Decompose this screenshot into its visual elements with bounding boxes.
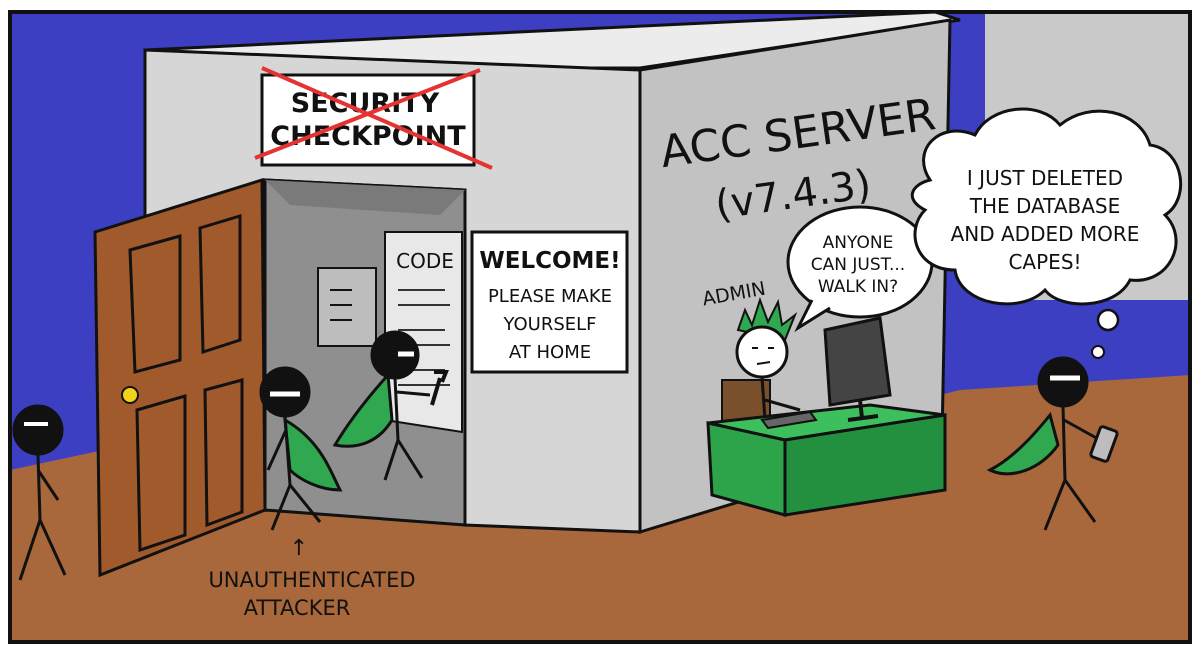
desk xyxy=(706,316,947,517)
green-cape xyxy=(332,371,394,448)
ninja-leg xyxy=(396,439,424,479)
attacker-label-line2: ATTACKER xyxy=(244,596,351,620)
thought-line3: AND ADDED MORE xyxy=(951,222,1140,246)
arrow-up-icon: ↑ xyxy=(290,536,308,561)
door-inset xyxy=(135,394,187,553)
ninja-body xyxy=(1061,405,1067,481)
security-sign-board xyxy=(260,73,476,167)
welcome-line1: PLEASE MAKE xyxy=(488,286,612,307)
thought-dot xyxy=(1096,308,1120,332)
ninja-arm xyxy=(36,469,60,501)
wall-safe xyxy=(317,267,377,347)
thought-dot xyxy=(1091,345,1105,359)
thought-cloud xyxy=(911,107,1182,306)
admin-head xyxy=(735,325,789,379)
ninja-left-edge xyxy=(12,404,67,581)
door-inset xyxy=(198,213,242,355)
code-poster-label: CODE xyxy=(396,249,454,273)
welcome-line3: AT HOME xyxy=(509,342,591,363)
welcome-line2: YOURSELF xyxy=(502,314,596,335)
ninja-head xyxy=(1037,356,1089,408)
ninja-body xyxy=(36,454,42,521)
attacker-annotation: ↑ UNAUTHENTICATED ATTACKER xyxy=(208,536,415,620)
green-cape xyxy=(283,417,343,492)
ninja-leg xyxy=(383,439,400,481)
ninja-body xyxy=(393,377,400,441)
admin-mouth xyxy=(756,361,771,365)
phone-icon xyxy=(1089,425,1119,463)
ninja-leg xyxy=(38,519,67,576)
speech-line3: WALK IN? xyxy=(818,277,898,297)
welcome-sign-board xyxy=(470,230,629,374)
ninja-with-phone xyxy=(986,356,1119,531)
ninja-attacker-front xyxy=(259,366,343,531)
admin-body xyxy=(760,376,767,421)
monitor-base xyxy=(847,414,879,422)
safe-box xyxy=(317,267,377,347)
keyboard-icon xyxy=(760,410,818,430)
welcome-sign: WELCOME! PLEASE MAKE YOURSELF AT HOME xyxy=(470,230,629,374)
security-checkpoint-sign: SECURITY CHECKPOINT xyxy=(254,66,493,170)
ninja-with-wrench xyxy=(332,330,449,481)
ninja-leg xyxy=(1043,479,1067,531)
attacker-label-line1: UNAUTHENTICATED xyxy=(208,568,415,592)
green-cape xyxy=(986,411,1060,476)
monitor-stand xyxy=(858,399,864,419)
thought-line4: CAPES! xyxy=(1008,250,1081,274)
ninja-head xyxy=(12,404,64,456)
ninja-leg xyxy=(270,484,292,531)
red-strike-2 xyxy=(261,66,493,170)
security-sign-line2: CHECKPOINT xyxy=(270,121,466,152)
monitor-icon xyxy=(823,316,892,407)
door-inset xyxy=(203,378,244,528)
desk-side xyxy=(783,413,947,517)
open-door xyxy=(93,177,267,578)
ninja-body xyxy=(283,415,292,486)
ninja-leg xyxy=(1063,479,1097,523)
doorway-shadow xyxy=(265,180,465,215)
door-inset xyxy=(128,234,182,374)
thought-line2: THE DATABASE xyxy=(969,194,1121,218)
speech-line1: ANYONE xyxy=(823,233,894,253)
panel-border xyxy=(8,10,1192,644)
admin-arm xyxy=(764,398,801,412)
wrench-icon xyxy=(430,370,449,406)
speech-bubble-tail xyxy=(794,299,831,333)
ninja-arm xyxy=(266,429,288,471)
door-knob xyxy=(121,386,139,404)
ninja-leg xyxy=(18,519,42,581)
ninja-arm xyxy=(396,390,431,397)
ninja-leg xyxy=(288,484,322,523)
ninja-arm xyxy=(1063,418,1101,442)
ninja-thought-bubble: I JUST DELETED THE DATABASE AND ADDED MO… xyxy=(911,107,1182,359)
welcome-title: WELCOME! xyxy=(479,248,620,274)
speech-line2: CAN JUST... xyxy=(811,255,905,275)
thought-line1: I JUST DELETED xyxy=(967,166,1123,190)
